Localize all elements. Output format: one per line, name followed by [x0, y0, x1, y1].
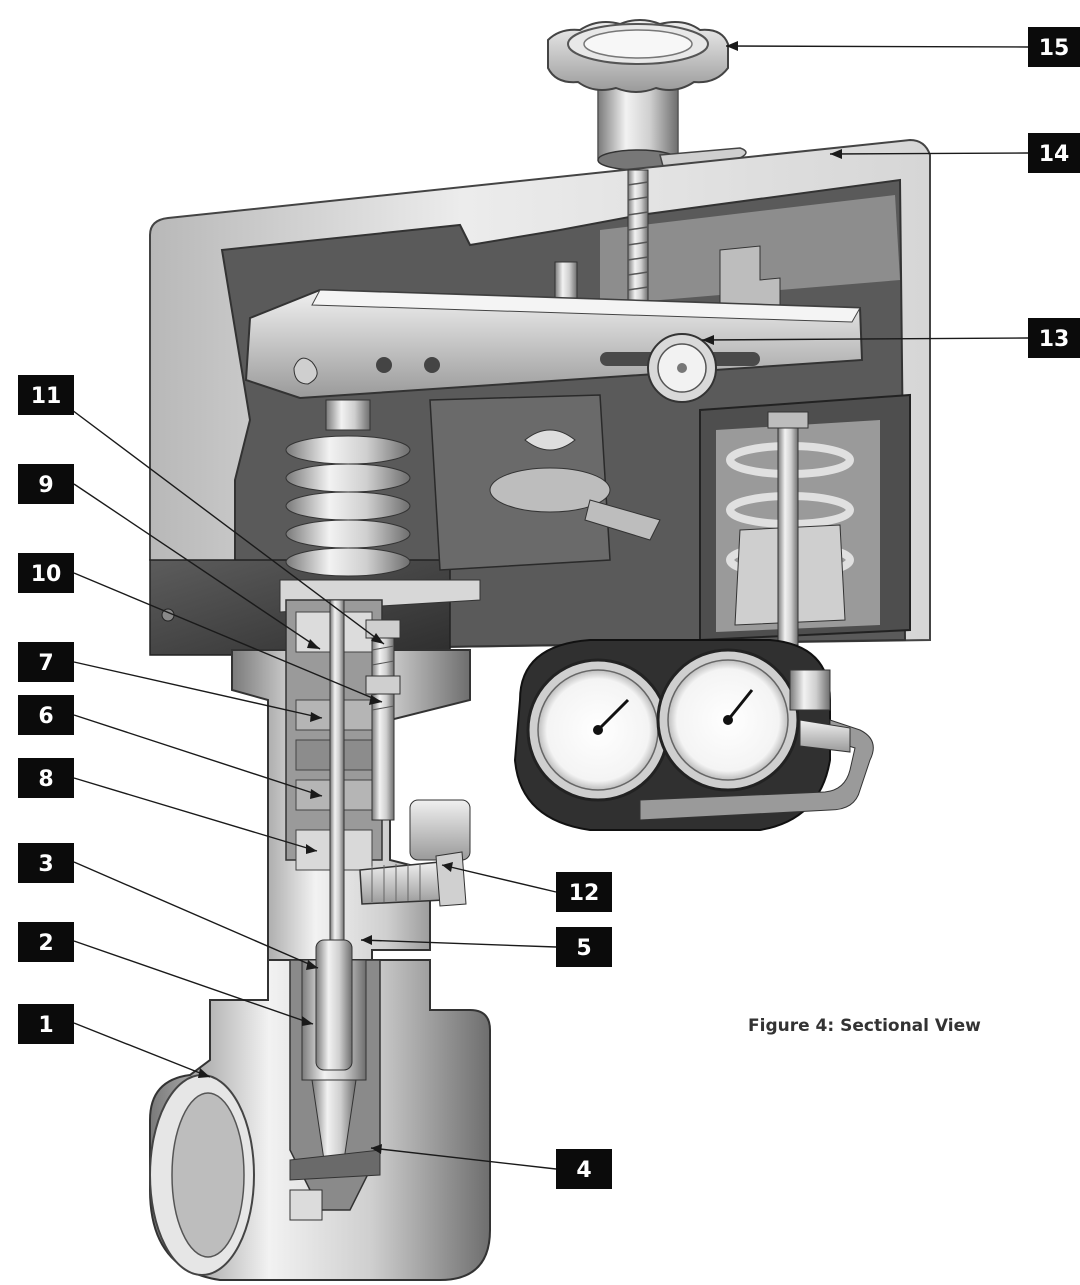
svg-text:7: 7 [38, 651, 53, 676]
lever-beam [244, 288, 864, 403]
leader-line-9 [73, 483, 321, 650]
bonnet-stem-assembly [231, 599, 471, 961]
adjusting-screw [554, 169, 649, 321]
figure-caption: Figure 4: Sectional View [748, 1016, 981, 1036]
leader-line-14 [829, 152, 1029, 155]
svg-text:13: 13 [1039, 327, 1070, 352]
svg-text:4: 4 [576, 1158, 591, 1183]
leader-line-4 [370, 1147, 557, 1170]
leader-line-15 [725, 45, 1029, 48]
valve-body [149, 939, 491, 1281]
callout-9: 9 [18, 464, 74, 504]
handwheel-knob [547, 19, 747, 171]
svg-text:15: 15 [1039, 36, 1070, 61]
svg-text:9: 9 [38, 473, 53, 498]
leader-lines [55, 45, 1029, 1170]
leader-line-5 [360, 939, 557, 948]
callout-5: 5 [556, 927, 612, 967]
callout-10: 10 [18, 553, 74, 593]
leader-line-1 [73, 1022, 211, 1078]
svg-text:12: 12 [569, 881, 600, 906]
callout-11: 11 [18, 375, 74, 415]
pressure-gauges [513, 639, 874, 831]
callout-4: 4 [556, 1149, 612, 1189]
callout-6: 6 [18, 695, 74, 735]
callout-2: 2 [18, 922, 74, 962]
callout-12: 12 [556, 872, 612, 912]
leader-line-2 [73, 940, 314, 1025]
leader-line-11 [55, 397, 385, 645]
leader-line-3 [73, 861, 319, 969]
valve-illustration [149, 19, 931, 1281]
leader-line-7 [73, 661, 323, 719]
leader-line-8 [73, 777, 318, 852]
leader-line-13 [701, 337, 1029, 341]
bellows-spring [279, 399, 481, 613]
callout-15: 15 [1028, 27, 1080, 67]
range-spring-chamber [699, 393, 911, 646]
svg-text:6: 6 [38, 704, 53, 729]
svg-text:5: 5 [576, 936, 591, 961]
svg-text:8: 8 [38, 767, 53, 792]
svg-text:1: 1 [38, 1013, 53, 1038]
relay-block [429, 394, 661, 571]
callout-8: 8 [18, 758, 74, 798]
leader-line-6 [73, 714, 323, 797]
callout-13: 13 [1028, 318, 1080, 358]
svg-text:3: 3 [38, 852, 53, 877]
callout-1: 1 [18, 1004, 74, 1044]
leader-line-12 [441, 864, 557, 893]
callout-3: 3 [18, 843, 74, 883]
callout-14: 14 [1028, 133, 1080, 173]
svg-text:11: 11 [31, 384, 62, 409]
leader-arrowheads [198, 41, 842, 1154]
leader-line-10 [73, 572, 383, 703]
svg-text:14: 14 [1039, 142, 1070, 167]
callout-7: 7 [18, 642, 74, 682]
svg-text:2: 2 [38, 931, 53, 956]
svg-text:10: 10 [31, 562, 62, 587]
